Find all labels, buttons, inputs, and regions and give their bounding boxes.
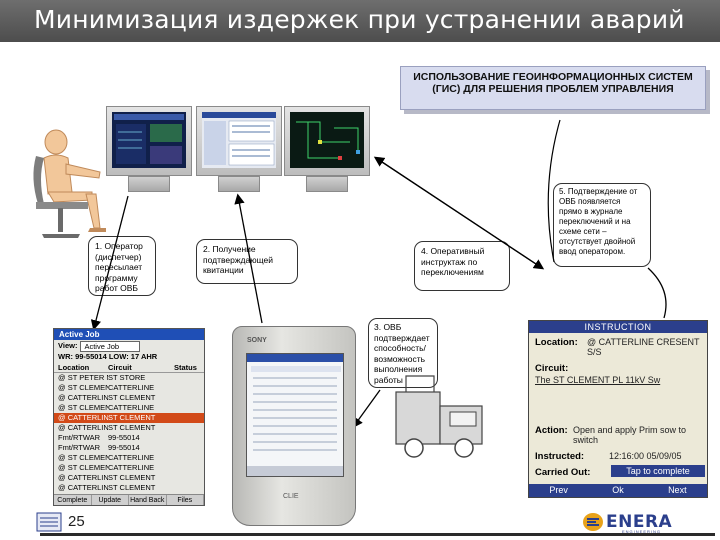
instruction-tap-to-complete[interactable]: Tap to complete <box>611 465 705 477</box>
instruction-circuit-label: Circuit: <box>535 363 569 374</box>
pda-update-button[interactable]: Update <box>92 495 129 505</box>
pda-handback-button[interactable]: Hand Back <box>129 495 167 505</box>
palm-handheld: SONY CLIE <box>232 326 356 526</box>
title-bar: Минимизация издержек при устранении авар… <box>0 0 720 42</box>
row-circuit: CATTERLINE <box>108 403 155 412</box>
table-row[interactable]: @ ST CLEMENTCATTERLINE <box>54 403 204 413</box>
pda-active-job-screen: Active Job View: Active Job WR: 99-55014… <box>53 328 205 506</box>
table-row[interactable]: Fmt/RTWAR 99-55014 <box>54 433 204 443</box>
monitor-2-screen <box>202 112 276 168</box>
note-step-1: 1. Оператор (диспетчер) пересылает прогр… <box>88 236 156 296</box>
enera-logo: ENERA <box>606 512 673 532</box>
row-circuit: ST CLEMENT <box>108 413 156 422</box>
row-circuit: ST CLEMENT <box>108 393 156 402</box>
instruction-prev-button[interactable]: Prev <box>549 485 568 495</box>
enera-logo-subtext: ENGINEERING <box>622 529 662 534</box>
instruction-next-button[interactable]: Next <box>668 485 687 495</box>
pda-title: Active Job <box>54 329 204 340</box>
row-location: @ CATTERLINE <box>58 393 108 402</box>
slide-title: Минимизация издержек при устранении авар… <box>34 5 685 34</box>
instruction-action-label: Action: <box>535 425 568 436</box>
pda-job-list: @ ST PETER NST STORE@ ST CLEMENTCATTERLI… <box>54 373 204 493</box>
table-row[interactable]: @ CATTERLINEST CLEMENT <box>54 393 204 403</box>
pda-table-header: Location Circuit Status <box>54 362 204 373</box>
monitor-3-screen <box>290 112 364 168</box>
page-number: 25 <box>68 513 85 530</box>
footer-divider <box>40 533 715 536</box>
pda-view-select[interactable]: Active Job <box>80 341 141 352</box>
table-row[interactable]: @ CATTERLINEST CLEMENT <box>54 413 204 423</box>
gis-heading-box: ИСПОЛЬЗОВАНИЕ ГЕОИНФОРМАЦИОННЫХ СИСТЕМ (… <box>400 66 706 110</box>
row-circuit: CATTERLINE <box>108 463 155 472</box>
row-location: @ ST PETER N <box>58 373 108 382</box>
pda-complete-button[interactable]: Complete <box>54 495 92 505</box>
row-circuit: ST CLEMENT <box>108 423 156 432</box>
row-location: @ ST CLEMENT <box>58 403 108 412</box>
truck-drawing <box>395 375 483 458</box>
row-location: @ ST CLEMENT <box>58 453 108 462</box>
row-location: @ ST CLEMENT <box>58 463 108 472</box>
pda-info-row: WR: 99-55014 LOW: 17 AHR <box>58 352 158 361</box>
table-row[interactable]: @ ST CLEMENTCATTERLINE <box>54 453 204 463</box>
instruction-ok-button[interactable]: Ok <box>612 485 624 495</box>
instruction-title: INSTRUCTION <box>529 321 707 333</box>
operator-figure <box>33 129 106 238</box>
row-location: Fmt/RTWAR <box>58 443 101 452</box>
instruction-action-value: Open and apply Prim sow to switch <box>573 425 687 445</box>
pda-button-bar: Complete Update Hand Back Files <box>54 494 204 505</box>
pda-files-button[interactable]: Files <box>167 495 204 505</box>
row-circuit: 99-55014 <box>108 443 140 452</box>
table-row[interactable]: @ ST CLEMENTCATTERLINE <box>54 383 204 393</box>
note-step-4: 4. Оперативный инструктаж по переключени… <box>414 241 510 291</box>
table-row[interactable]: @ CATTERLINEST CLEMENT <box>54 473 204 483</box>
row-location: @ ST CLEMENT <box>58 383 108 392</box>
row-location: Fmt/RTWAR <box>58 433 101 442</box>
row-location: @ CATTERLINE <box>58 423 108 432</box>
table-row[interactable]: @ CATTERLINEST CLEMENT <box>54 483 204 493</box>
row-circuit: 99-55014 <box>108 433 140 442</box>
palm-brand: SONY <box>247 337 267 344</box>
row-location: @ CATTERLINE <box>58 473 108 482</box>
table-row[interactable]: @ ST CLEMENTCATTERLINE <box>54 463 204 473</box>
monitor-3 <box>284 106 370 194</box>
monitor-2 <box>196 106 282 194</box>
table-row[interactable]: @ CATTERLINEST CLEMENT <box>54 423 204 433</box>
note-step-5: 5. Подтверждение от ОВБ появляется прямо… <box>553 183 651 267</box>
instruction-button-bar: Prev Ok Next <box>529 484 707 497</box>
row-location: @ CATTERLINE <box>58 413 108 422</box>
row-circuit: ST STORE <box>108 373 146 382</box>
document-icon <box>36 512 62 532</box>
instruction-carried-out-label: Carried Out: <box>535 467 591 478</box>
monitor-1-screen <box>112 112 186 168</box>
row-circuit: CATTERLINE <box>108 453 155 462</box>
row-circuit: ST CLEMENT <box>108 483 156 492</box>
instruction-instructed-label: Instructed: <box>535 451 585 462</box>
monitor-1 <box>106 106 192 194</box>
row-location: @ CATTERLINE <box>58 483 108 492</box>
palm-screen <box>246 353 344 477</box>
instruction-instructed-value: 12:16:00 05/09/05 <box>609 451 682 461</box>
instruction-location-value: @ CATTERLINE CRESENT S/S <box>587 337 700 357</box>
row-circuit: ST CLEMENT <box>108 473 156 482</box>
row-circuit: CATTERLINE <box>108 383 155 392</box>
instruction-screen: INSTRUCTION Location: @ CATTERLINE CRESE… <box>528 320 708 498</box>
note-step-2: 2. Получение подтверждающей квитанции <box>196 239 298 284</box>
instruction-location-label: Location: <box>535 337 578 348</box>
enera-logo-icon <box>583 513 603 531</box>
pda-view-label: View: <box>58 341 78 350</box>
table-row[interactable]: Fmt/RTWAR 99-55014 <box>54 443 204 453</box>
palm-model: CLIE <box>283 493 299 500</box>
instruction-circuit-value: The ST CLEMENT PL 11kV Sw <box>535 375 661 385</box>
